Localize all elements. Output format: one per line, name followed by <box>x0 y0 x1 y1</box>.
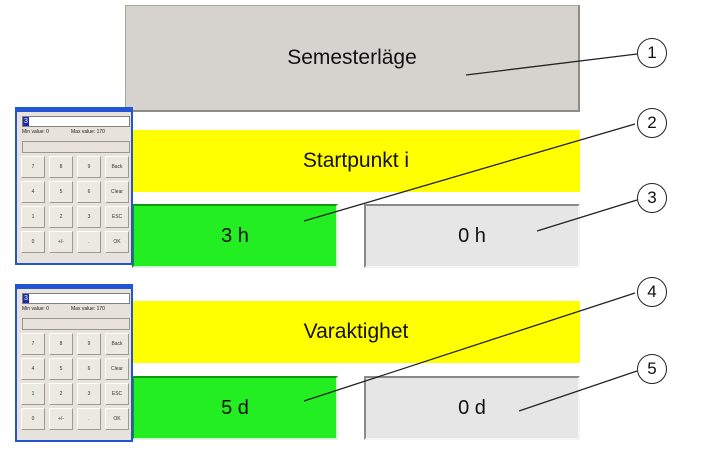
numeric-keypad-window: 3 Min value: 0 Max value: 170 7 8 9 Back… <box>15 284 133 442</box>
key-2-button[interactable]: 2 <box>49 206 73 228</box>
clear-button[interactable]: Clear <box>105 181 129 203</box>
callout-3: 3 <box>637 183 667 213</box>
keypad-input-field[interactable]: 3 <box>22 293 130 304</box>
clear-button[interactable]: Clear <box>105 358 129 380</box>
decimal-button[interactable]: . <box>77 408 101 430</box>
sign-toggle-button[interactable]: +/- <box>49 408 73 430</box>
decimal-button[interactable]: . <box>77 231 101 253</box>
keypad-input-value: 3 <box>23 294 29 303</box>
key-3-button[interactable]: 3 <box>77 383 101 405</box>
back-button[interactable]: Back <box>105 156 129 178</box>
key-8-button[interactable]: 8 <box>49 333 73 355</box>
key-3-button[interactable]: 3 <box>77 206 101 228</box>
startpunkt-value-label: 3 h <box>221 224 249 247</box>
esc-button[interactable]: ESC <box>105 206 129 228</box>
varaktighet-header-label: Varaktighet <box>303 320 409 343</box>
key-5-button[interactable]: 5 <box>49 358 73 380</box>
key-9-button[interactable]: 9 <box>77 156 101 178</box>
varaktighet-offset-field[interactable]: 0 d <box>364 376 580 440</box>
keypad-input-value: 3 <box>23 117 29 126</box>
key-4-button[interactable]: 4 <box>21 181 45 203</box>
key-5-button[interactable]: 5 <box>49 181 73 203</box>
varaktighet-value-label: 5 d <box>221 396 249 419</box>
varaktighet-value-field[interactable]: 5 d <box>132 376 338 440</box>
keypad-min-label: Min value: 0 <box>22 306 49 312</box>
semesterlage-button[interactable]: Semesterläge <box>125 5 580 112</box>
keypad-max-label: Max value: 170 <box>71 129 105 135</box>
keypad-min-label: Min value: 0 <box>22 129 49 135</box>
keypad-display <box>22 141 130 153</box>
callout-4: 4 <box>637 277 667 307</box>
keypad-grid: 7 8 9 Back 4 5 6 Clear 1 2 3 ESC 0 +/- .… <box>21 156 129 253</box>
callout-1: 1 <box>637 38 667 68</box>
keypad-input-field[interactable]: 3 <box>22 116 130 127</box>
key-8-button[interactable]: 8 <box>49 156 73 178</box>
varaktighet-offset-label: 0 d <box>458 396 486 419</box>
key-0-button[interactable]: 0 <box>21 408 45 430</box>
ok-button[interactable]: OK <box>105 408 129 430</box>
back-button[interactable]: Back <box>105 333 129 355</box>
key-7-button[interactable]: 7 <box>21 156 45 178</box>
startpunkt-offset-label: 0 h <box>458 224 486 247</box>
callout-line-2 <box>303 123 636 222</box>
esc-button[interactable]: ESC <box>105 383 129 405</box>
startpunkt-offset-field[interactable]: 0 h <box>364 204 580 268</box>
keypad-display <box>22 318 130 330</box>
key-6-button[interactable]: 6 <box>77 358 101 380</box>
callout-line-4 <box>303 292 636 402</box>
startpunkt-header: Startpunkt i <box>132 130 580 192</box>
ok-button[interactable]: OK <box>105 231 129 253</box>
callout-line-5 <box>518 370 638 412</box>
key-4-button[interactable]: 4 <box>21 358 45 380</box>
key-9-button[interactable]: 9 <box>77 333 101 355</box>
callout-2: 2 <box>637 108 667 138</box>
key-6-button[interactable]: 6 <box>77 181 101 203</box>
callout-5: 5 <box>637 354 667 384</box>
startpunkt-header-label: Startpunkt i <box>302 149 410 172</box>
key-1-button[interactable]: 1 <box>21 383 45 405</box>
startpunkt-value-field[interactable]: 3 h <box>132 204 338 268</box>
keypad-max-label: Max value: 170 <box>71 306 105 312</box>
key-1-button[interactable]: 1 <box>21 206 45 228</box>
keypad-range-info: Min value: 0 Max value: 170 <box>22 306 130 312</box>
keypad-range-info: Min value: 0 Max value: 170 <box>22 129 130 135</box>
callout-line-1 <box>465 53 638 76</box>
semesterlage-label: Semesterläge <box>287 46 417 69</box>
varaktighet-header: Varaktighet <box>132 301 580 363</box>
key-0-button[interactable]: 0 <box>21 231 45 253</box>
callout-line-3 <box>536 199 638 232</box>
key-7-button[interactable]: 7 <box>21 333 45 355</box>
sign-toggle-button[interactable]: +/- <box>49 231 73 253</box>
keypad-grid: 7 8 9 Back 4 5 6 Clear 1 2 3 ESC 0 +/- .… <box>21 333 129 430</box>
numeric-keypad-window: 3 Min value: 0 Max value: 170 7 8 9 Back… <box>15 107 133 265</box>
key-2-button[interactable]: 2 <box>49 383 73 405</box>
